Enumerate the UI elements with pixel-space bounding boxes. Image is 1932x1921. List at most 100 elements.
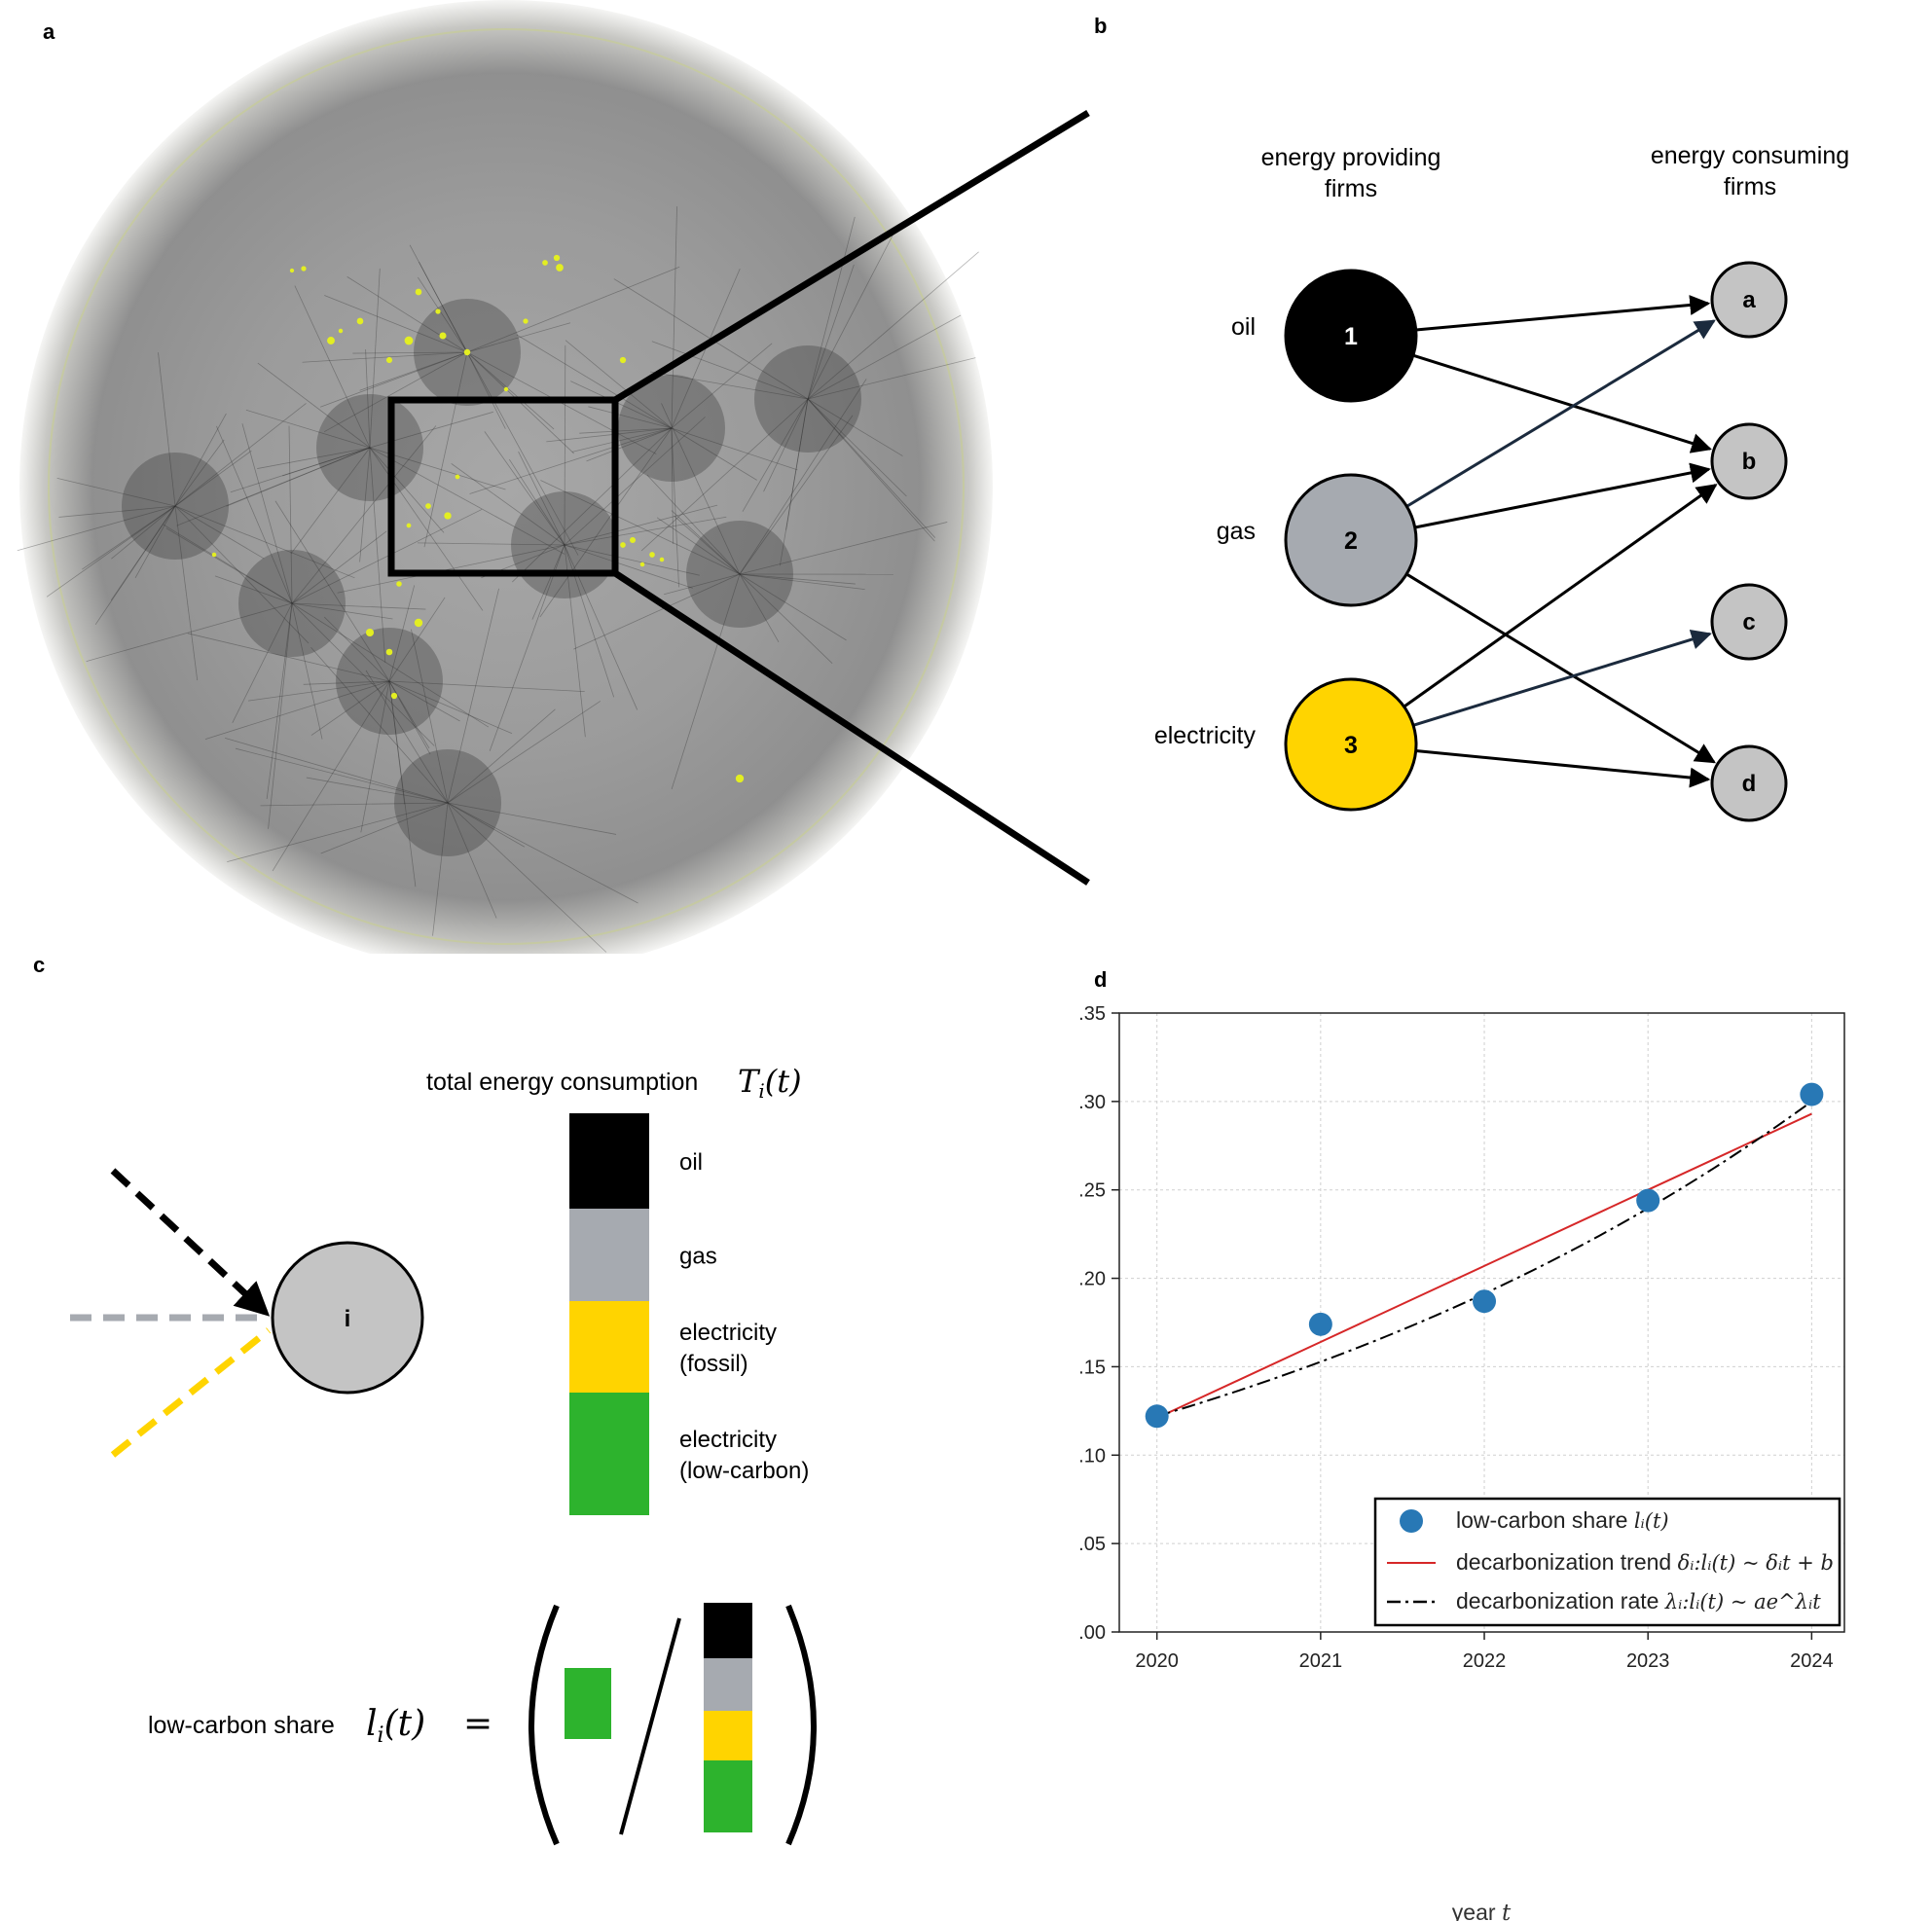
hub-edge — [134, 505, 176, 579]
hub-edge — [447, 802, 497, 919]
zoom-line-top — [613, 110, 1090, 403]
plot-frame — [1118, 1012, 1845, 1633]
left-paren — [529, 1604, 560, 1846]
hub-edge — [257, 362, 371, 449]
edge-2-b — [1414, 462, 1711, 529]
hub-edge — [323, 351, 468, 433]
hub-edge — [646, 474, 741, 575]
decarbonization-chart: 0.000.050.100.150.200.250.300.35 2020202… — [1080, 1003, 1845, 1921]
yellow-node — [406, 523, 412, 528]
hub-edge — [447, 802, 607, 953]
yellow-node — [620, 542, 626, 548]
hub-edge — [447, 802, 638, 904]
hub-edge — [411, 629, 449, 804]
hub-edge — [266, 602, 293, 800]
hub-edge — [82, 505, 176, 570]
hub-edge — [546, 427, 673, 443]
share-label: low-carbon share — [148, 1712, 335, 1739]
hub-edge — [291, 602, 426, 610]
hub-edge — [291, 530, 387, 604]
yellow-node — [404, 336, 414, 345]
hub-edge — [531, 544, 565, 620]
hub-edge — [564, 544, 586, 738]
yellow-node — [338, 328, 344, 334]
yellow-node — [365, 628, 375, 637]
hub-edge — [272, 680, 390, 872]
hub-edge — [447, 701, 601, 804]
hub-edge — [294, 285, 371, 449]
hub-edge — [174, 505, 310, 644]
legend-entry: decarbonization rate λᵢ:lᵢ(t) ~ ae^λᵢt — [1456, 1588, 1821, 1613]
hub-edge — [58, 505, 176, 518]
y-tick-label: 0.00 — [1080, 1622, 1106, 1644]
yellow-node — [619, 356, 627, 364]
consumer-node-label: c — [1742, 609, 1755, 635]
numerator-low-carbon — [565, 1668, 611, 1739]
hub-edge — [671, 427, 798, 471]
hub-edge — [260, 802, 449, 807]
equals-sign: = — [463, 1704, 492, 1744]
yellow-node — [553, 254, 561, 262]
total-energy-label: total energy consumption — [426, 1069, 698, 1096]
supply-edges — [1403, 295, 1718, 788]
hub-edge — [388, 680, 460, 722]
bar-segment — [569, 1209, 649, 1301]
panel-c-label: c — [33, 953, 46, 977]
consumer-node-b — [1710, 422, 1788, 500]
hub-edge — [204, 680, 390, 740]
yellow-node — [396, 581, 402, 587]
hub-edge — [46, 505, 176, 598]
hub-edge — [291, 425, 437, 604]
scatter-point — [1308, 1312, 1332, 1336]
hub-edge — [365, 348, 371, 449]
y-axis-ticks: 0.000.050.100.150.200.250.300.35 — [1080, 1003, 1119, 1644]
network-rim — [48, 28, 965, 945]
hub-edge — [216, 425, 293, 604]
hub-edge — [291, 509, 483, 604]
hub-edge — [388, 680, 417, 888]
share-symbol: li(t) — [366, 1704, 425, 1748]
hub-edge — [174, 413, 227, 507]
consumer-node-c — [1710, 583, 1788, 661]
hub-edge — [369, 268, 381, 449]
hub-edge — [447, 802, 617, 835]
hub-edge — [291, 602, 490, 728]
hub-edge — [469, 427, 673, 494]
hub-edge — [807, 314, 962, 400]
hub-edge — [365, 670, 449, 804]
yellow-node — [629, 536, 637, 544]
yellow-node — [735, 774, 745, 783]
hub-edge — [739, 415, 854, 575]
hub-edge — [306, 777, 449, 804]
denominator-stacked-bar — [704, 1603, 752, 1832]
hub-edge — [56, 478, 176, 507]
panel-a-label: a — [43, 19, 55, 44]
hub-edge — [564, 544, 700, 576]
hub-edge — [671, 510, 741, 575]
denominator-segment — [704, 1760, 752, 1832]
hub-edge — [564, 504, 718, 546]
energy-share-diagram: i total energy consumption Ti(t) oilgase… — [70, 1063, 817, 1846]
consumer-node-d — [1710, 744, 1788, 822]
hub-edge — [388, 680, 431, 755]
hub-edge — [671, 206, 677, 429]
hub-edge — [664, 573, 741, 596]
hub-edge — [564, 417, 706, 546]
panel-b-label: b — [1094, 14, 1108, 38]
network-hubs — [17, 206, 979, 953]
hub-edge — [174, 450, 252, 507]
provider-node-id: 1 — [1344, 323, 1358, 350]
trend-line — [1156, 1112, 1812, 1420]
yellow-node — [556, 264, 564, 272]
edge-1-a — [1415, 295, 1711, 332]
hub-edge — [388, 680, 585, 693]
edge-2-d — [1405, 572, 1716, 764]
hub-edge — [241, 423, 293, 604]
network-visualization — [17, 0, 1090, 954]
bar-segment-label: electricity(fossil) — [679, 1320, 777, 1377]
consumer-node-a — [1710, 261, 1788, 339]
firm-node-label: i — [345, 1306, 351, 1332]
yellow-node — [415, 288, 422, 296]
yellow-node — [455, 474, 460, 480]
provider-label-gas: gas — [1217, 518, 1256, 545]
